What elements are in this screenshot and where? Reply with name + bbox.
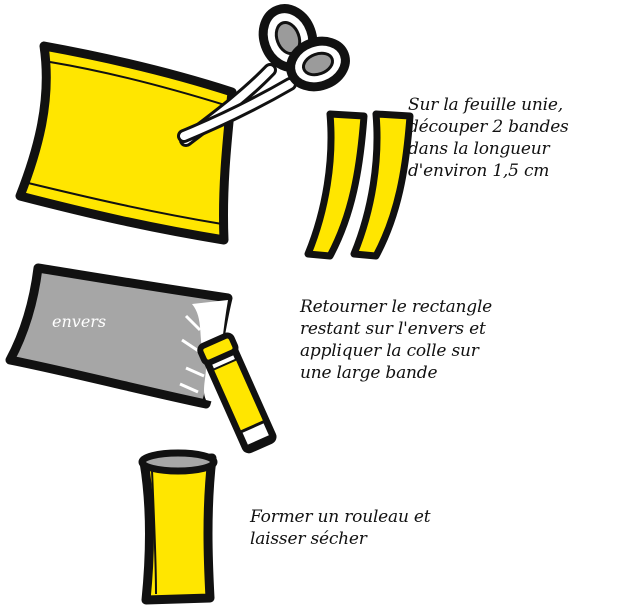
glue-stick-icon <box>197 332 277 454</box>
step-2-line: Retourner le rectangle <box>300 297 493 317</box>
scissors-icon <box>177 4 350 147</box>
step-2-line: restant sur l'envers et <box>300 319 486 339</box>
step-1-line: d'environ 1,5 cm <box>408 161 550 181</box>
step-3-instructions: Former un rouleau et laisser sécher <box>250 506 431 550</box>
paper-roll <box>138 449 218 605</box>
step-1-line: découper 2 bandes <box>408 117 569 137</box>
envers-label: envers <box>52 312 107 331</box>
step-1-line: Sur la feuille unie, <box>408 95 563 115</box>
step-3-line: Former un rouleau et <box>250 507 431 527</box>
step-1-instructions: Sur la feuille unie, découper 2 bandes d… <box>408 94 569 182</box>
step-2-line: une large bande <box>300 363 438 383</box>
yellow-paper-sheet <box>15 41 237 245</box>
grey-paper-sheet <box>5 263 233 409</box>
step-2-instructions: Retourner le rectangle restant sur l'env… <box>300 296 492 384</box>
paper-strips <box>304 110 414 260</box>
step-3-line: laisser sécher <box>250 529 367 549</box>
step-1-line: dans la longueur <box>408 139 550 159</box>
step-2-line: appliquer la colle sur <box>300 341 479 361</box>
